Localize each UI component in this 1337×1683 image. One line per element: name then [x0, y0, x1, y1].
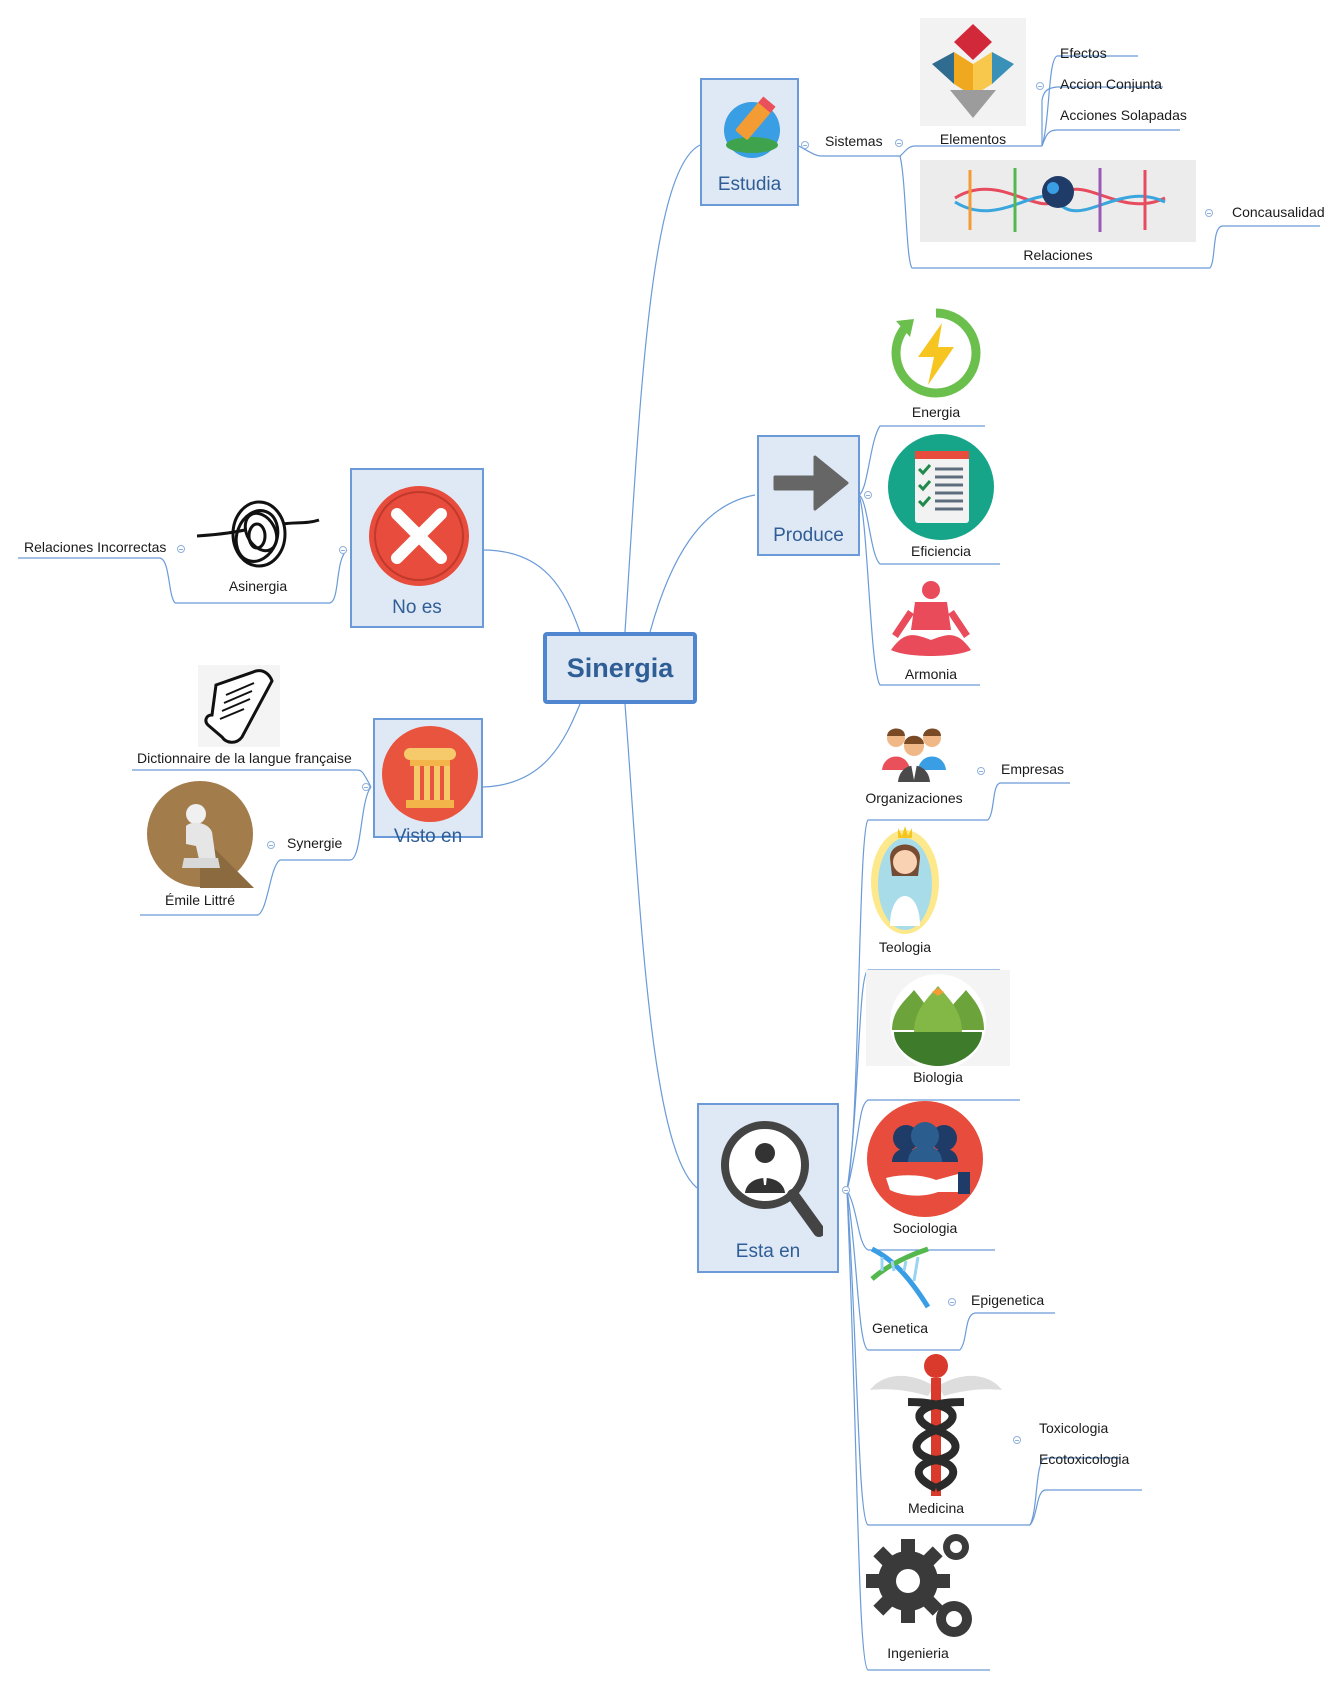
arrow-right-icon — [773, 455, 849, 511]
node-sistemas[interactable]: Sistemas — [825, 133, 883, 149]
collapse-toggle-no-es[interactable] — [339, 546, 347, 554]
topic-no-es-label: No es — [392, 597, 442, 618]
relations-arrows-icon — [920, 160, 1196, 242]
collapse-toggle-produce[interactable] — [864, 491, 872, 499]
collapse-toggle-asinergia[interactable] — [177, 545, 185, 553]
forest-biology-icon — [866, 970, 1010, 1066]
collapse-toggle-esta-en[interactable] — [842, 1186, 850, 1194]
node-genetica[interactable]: Genetica — [871, 1320, 929, 1336]
node-medicina[interactable]: Medicina — [907, 1500, 965, 1516]
node-eficiencia[interactable]: Eficiencia — [911, 543, 971, 559]
topic-estudia-label: Estudia — [717, 174, 782, 195]
node-dictionnaire[interactable]: Dictionnaire de la langue française — [137, 750, 352, 766]
meditation-harmony-icon — [891, 581, 971, 656]
topic-no-es[interactable]: No es — [350, 468, 484, 628]
scribble-icon — [196, 500, 320, 568]
topic-esta-en[interactable]: Esta en — [697, 1103, 839, 1273]
scroll-dictionary-icon — [198, 665, 280, 747]
node-epigenetica[interactable]: Epigenetica — [971, 1292, 1045, 1308]
topic-visto-en[interactable]: Visto en — [373, 718, 483, 847]
cube-elements-icon — [920, 18, 1026, 126]
checklist-efficiency-icon — [888, 434, 994, 540]
node-armonia[interactable]: Armonia — [904, 666, 958, 682]
node-energia[interactable]: Energia — [911, 404, 961, 420]
search-person-icon — [721, 1121, 823, 1237]
gears-engineering-icon — [866, 1534, 972, 1637]
collapse-toggle-organizaciones[interactable] — [977, 767, 985, 775]
node-toxicologia[interactable]: Toxicologia — [1039, 1420, 1109, 1436]
node-biologia[interactable]: Biologia — [913, 1069, 963, 1085]
collapse-toggle-medicina[interactable] — [1013, 1436, 1021, 1444]
node-relaciones-incorrectas[interactable]: Relaciones Incorrectas — [24, 539, 167, 555]
organization-people-icon — [882, 728, 946, 782]
node-accion-conjunta[interactable]: Accion Conjunta — [1060, 76, 1162, 92]
node-efectos[interactable]: Efectos — [1060, 45, 1107, 61]
collapse-toggle-estudia[interactable] — [801, 141, 809, 149]
central-topic-label: Sinergia — [566, 652, 674, 683]
central-topic[interactable]: Sinergia — [543, 632, 697, 704]
collapse-toggle-emile[interactable] — [267, 841, 275, 849]
node-ingenieria[interactable]: Ingenieria — [887, 1645, 949, 1661]
node-asinergia[interactable]: Asinergia — [228, 578, 288, 594]
column-pillar-icon — [382, 726, 478, 822]
topic-produce-label: Produce — [773, 525, 844, 546]
node-teologia[interactable]: Teologia — [878, 939, 932, 955]
topic-esta-en-label: Esta en — [735, 1241, 801, 1262]
node-empresas[interactable]: Empresas — [1001, 761, 1065, 777]
node-ecotoxicologia[interactable]: Ecotoxicologia — [1039, 1451, 1130, 1467]
thinker-statue-icon — [147, 781, 254, 888]
virgin-theology-icon — [871, 826, 939, 934]
node-relaciones[interactable]: Relaciones — [1023, 247, 1093, 263]
energy-icon — [891, 308, 981, 398]
topic-produce[interactable]: Produce — [757, 435, 860, 556]
node-concausalidad[interactable]: Concausalidad — [1232, 204, 1325, 220]
node-sociologia[interactable]: Sociologia — [892, 1220, 958, 1236]
topic-visto-en-label: Visto en — [393, 826, 463, 847]
node-synergie[interactable]: Synergie — [287, 835, 343, 851]
collapse-toggle-genetica[interactable] — [948, 1298, 956, 1306]
node-acciones-solapadas[interactable]: Acciones Solapadas — [1060, 107, 1187, 123]
collapse-toggle-relaciones[interactable] — [1205, 209, 1213, 217]
collapse-toggle-visto-en[interactable] — [362, 783, 370, 791]
close-x-icon — [369, 486, 469, 586]
node-emile-littre[interactable]: Émile Littré — [164, 892, 236, 908]
node-organizaciones[interactable]: Organizaciones — [865, 790, 963, 806]
pencil-icon — [724, 96, 780, 158]
topic-estudia[interactable]: Estudia — [700, 78, 799, 206]
sociology-hand-people-icon — [867, 1101, 983, 1217]
dna-genetics-icon — [870, 1246, 931, 1309]
collapse-toggle-sistemas[interactable] — [895, 139, 903, 147]
caduceus-medicine-icon — [870, 1354, 1002, 1496]
collapse-toggle-elementos[interactable] — [1036, 82, 1044, 90]
node-elementos[interactable]: Elementos — [939, 131, 1007, 147]
